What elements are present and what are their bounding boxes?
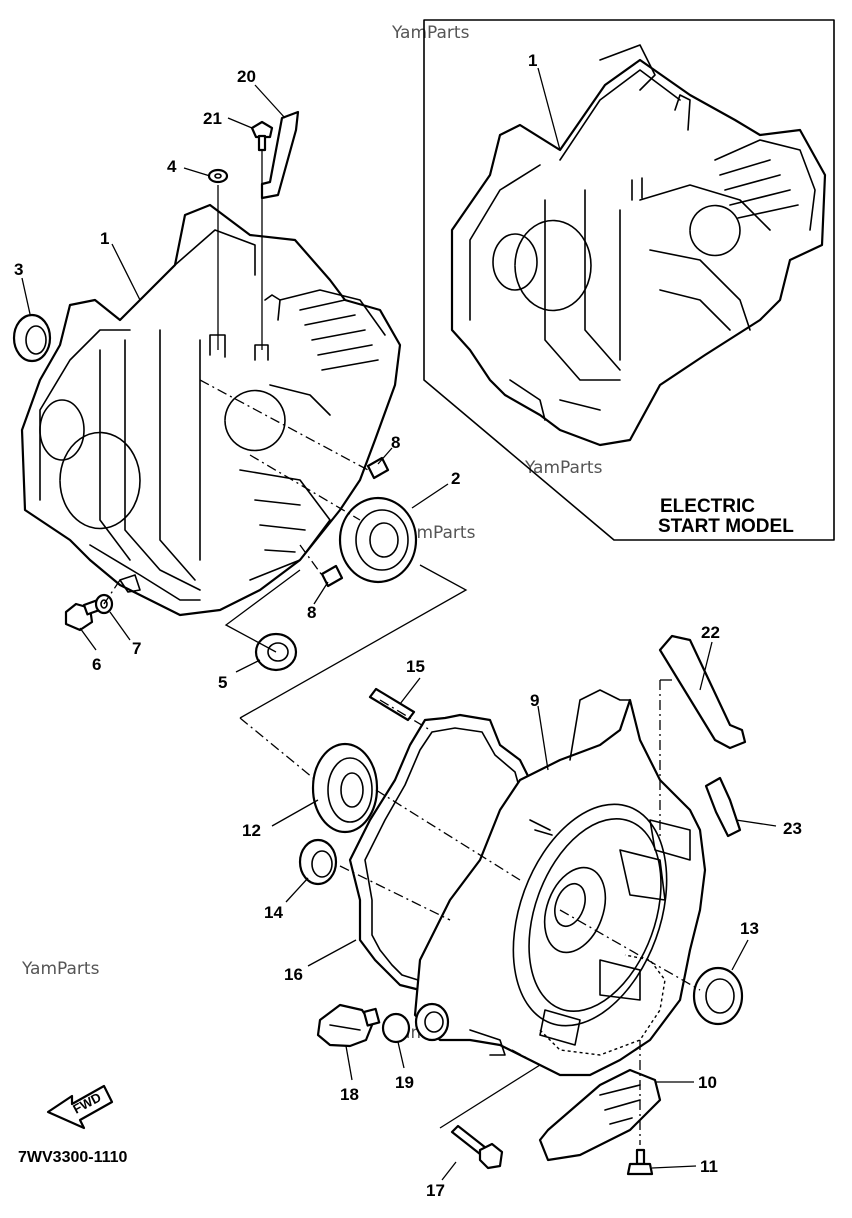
watermark: YamParts (21, 959, 100, 979)
callout-1-inset: 1 (528, 51, 537, 70)
inset-label-line1: ELECTRIC (660, 496, 755, 517)
callout-13: 13 (740, 919, 759, 938)
callout-18: 18 (340, 1085, 359, 1104)
callout-5: 5 (218, 673, 227, 692)
part-4-nut (207, 168, 229, 184)
diagram-part-code: 7WV3300-1110 (18, 1149, 128, 1166)
crankcase-part-1 (20, 203, 402, 617)
callout-12: 12 (242, 821, 261, 840)
inset-crankcase-drawing (450, 44, 827, 447)
filler-neck (414, 1002, 450, 1042)
callout-20: 20 (237, 67, 256, 86)
callout-19: 19 (395, 1073, 414, 1092)
callout-10: 10 (698, 1073, 717, 1092)
fwd-arrow: FWD (46, 1084, 114, 1130)
callout-1: 1 (100, 229, 109, 248)
callout-8-lower: 8 (307, 603, 316, 622)
part-13-oil-seal (692, 966, 744, 1026)
callout-leaders (21, 84, 777, 1181)
inset-label-line2: START MODEL (658, 516, 794, 537)
part-12-bearing (311, 742, 379, 834)
part-21-bolt (250, 120, 274, 152)
part-11-bolt (626, 1148, 654, 1176)
callout-17: 17 (426, 1181, 445, 1200)
callout-4: 4 (167, 157, 177, 176)
callout-6: 6 (92, 655, 101, 674)
part-8-dowel-lower (320, 564, 344, 588)
callout-15: 15 (406, 657, 425, 676)
part-10-cover (538, 1068, 662, 1162)
part-17-bolt (450, 1124, 504, 1170)
inset-frame (423, 19, 835, 541)
part-15-pin (368, 687, 416, 722)
watermark: YamParts (524, 458, 603, 478)
callout-21: 21 (203, 109, 222, 128)
callout-22: 22 (701, 623, 720, 642)
part-23-plate (704, 776, 742, 838)
electric-start-inset: 1 ELECTRIC START MODEL (423, 19, 835, 541)
part-18-oil-filler-cap (316, 1003, 381, 1048)
callout-2: 2 (451, 469, 460, 488)
callout-8-upper: 8 (391, 433, 400, 452)
callout-9: 9 (530, 691, 539, 710)
callout-16: 16 (284, 965, 303, 984)
callout-23: 23 (783, 819, 802, 838)
part-22-bracket (658, 634, 747, 750)
part-2-bearing (338, 496, 418, 584)
callout-3: 3 (14, 260, 23, 279)
watermark: YamParts (391, 23, 470, 43)
callout-11: 11 (700, 1157, 718, 1176)
part-19-o-ring (381, 1012, 411, 1044)
callout-14: 14 (264, 903, 283, 922)
callout-7: 7 (132, 639, 141, 658)
part-14-oil-seal (298, 838, 338, 886)
part-20-bracket (260, 110, 300, 200)
part-3-oil-seal (12, 313, 52, 363)
part-8-dowel-upper (366, 456, 390, 480)
